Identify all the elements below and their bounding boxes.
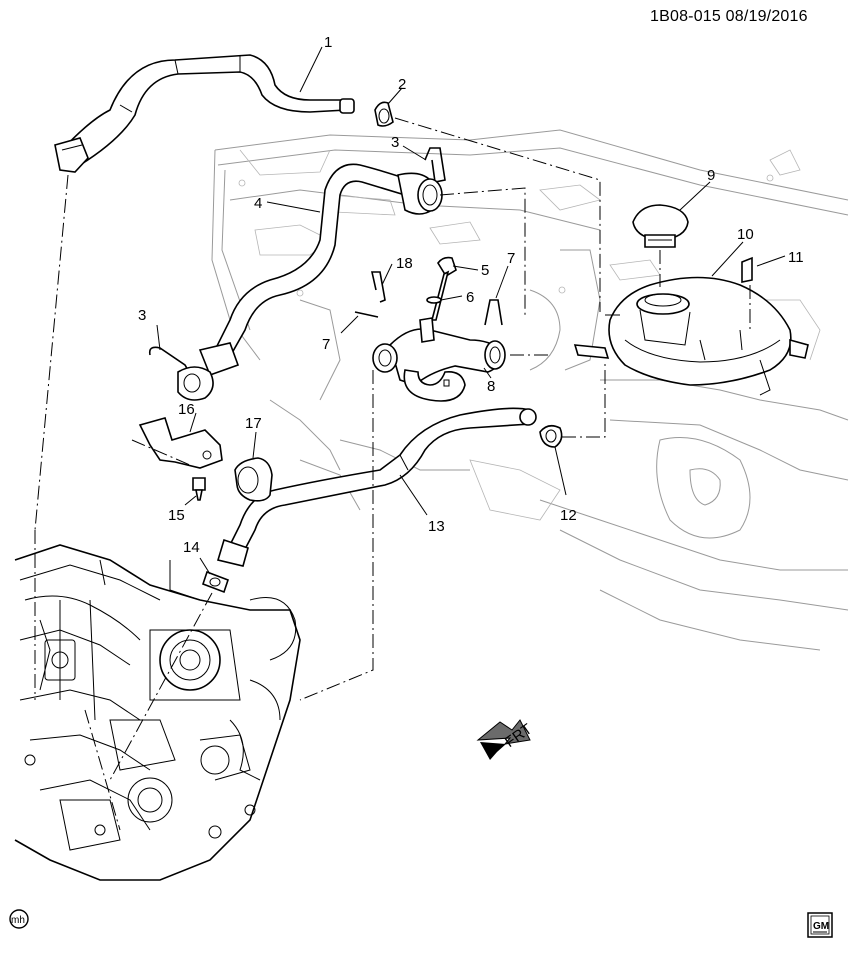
engine-assembly	[14, 544, 301, 881]
diagram-code: 1B08-015 08/19/2016	[650, 8, 808, 25]
part-7-pin-left	[354, 311, 379, 318]
routing-lines	[34, 117, 751, 831]
part-7-clip-right	[484, 299, 503, 326]
callout-12: 12	[560, 507, 577, 524]
part-16-bracket	[138, 417, 223, 469]
callout-14: 14	[183, 539, 200, 556]
part-6-o-ring	[426, 296, 442, 304]
callout-11: 11	[788, 249, 804, 266]
callout-3-upper: 3	[391, 134, 399, 151]
gm-logo: GM	[807, 912, 833, 938]
part-12-clamp	[539, 424, 563, 448]
part-5-bleeder-screw	[430, 256, 457, 321]
callout-17: 17	[245, 415, 262, 432]
leader-lines	[156, 46, 786, 575]
frt-label: FRT	[502, 721, 535, 751]
callout-3-lower: 3	[138, 307, 146, 324]
part-3-clip-upper	[424, 147, 446, 183]
callout-5: 5	[481, 262, 489, 279]
hose-connector-left	[177, 366, 214, 401]
callout-16: 16	[178, 401, 195, 418]
vehicle-structure-background	[211, 129, 849, 651]
part-11-clip	[741, 256, 753, 283]
part-2-clamp	[374, 101, 394, 127]
callout-7-left: 7	[322, 336, 330, 353]
callout-7-right: 7	[507, 250, 515, 267]
part-1-vent-hose	[54, 54, 355, 173]
callout-10: 10	[737, 226, 754, 243]
part-15-bolt	[192, 477, 206, 501]
part-17-cap	[234, 457, 273, 502]
part-3-clip-lower	[148, 346, 188, 373]
part-4-radiator-hose	[198, 163, 443, 377]
callout-labels: 1 2 3 3 4 5 6 7 7 8 9 10 11 12 13 14 15 …	[138, 34, 804, 556]
callout-4: 4	[254, 195, 262, 212]
callout-6: 6	[466, 289, 474, 306]
callout-13: 13	[428, 518, 445, 535]
callout-9: 9	[707, 167, 715, 184]
callout-8: 8	[487, 378, 495, 395]
part-10-coolant-reservoir	[573, 276, 809, 396]
mh-logo-text: mh	[11, 915, 25, 926]
callout-15: 15	[168, 507, 185, 524]
part-14-clamp	[201, 570, 230, 594]
front-direction-arrow: FRT	[476, 719, 535, 760]
part-9-pressure-cap	[632, 204, 689, 248]
callout-18: 18	[396, 255, 413, 272]
mh-logo: mh	[9, 909, 29, 929]
gm-logo-text: GM	[813, 921, 829, 932]
callout-1: 1	[324, 34, 332, 51]
part-8-tee-connector	[372, 317, 506, 402]
callout-2: 2	[398, 76, 406, 93]
part-18-clip	[371, 271, 386, 303]
